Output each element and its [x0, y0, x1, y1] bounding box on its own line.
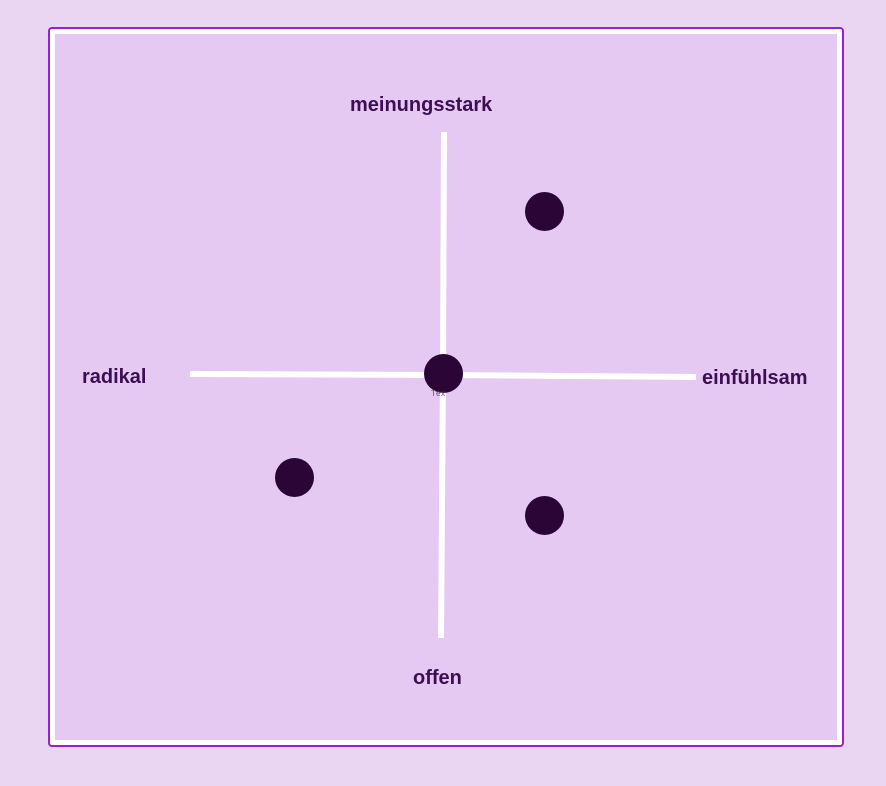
draggable-dot-upper-right[interactable]: [525, 192, 564, 231]
axis-label-top: meinungsstark: [350, 94, 493, 116]
horizontal-axis-left: [189, 371, 444, 378]
draggable-dot-center[interactable]: [424, 354, 463, 393]
center-dot-caption: Tex: [431, 389, 446, 398]
axis-label-bottom: offen: [413, 667, 462, 689]
horizontal-axis-right: [442, 372, 697, 380]
vertical-axis-top: [440, 131, 447, 375]
axis-label-left: radikal: [82, 366, 147, 388]
vertical-axis-bottom: [438, 373, 446, 639]
draggable-dot-lower-right[interactable]: [525, 496, 564, 535]
draggable-dot-lower-left[interactable]: [275, 458, 314, 497]
axis-label-right: einfühlsam: [702, 367, 808, 389]
